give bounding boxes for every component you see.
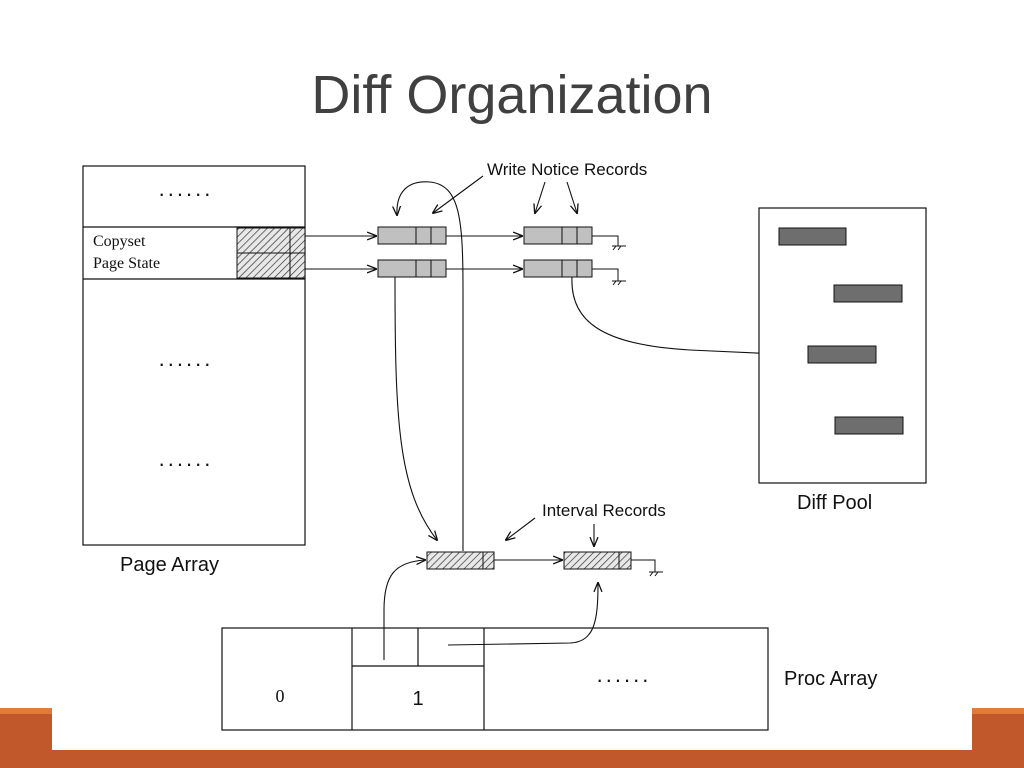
proc-array-label: Proc Array	[784, 668, 877, 690]
proc-cell-0: 0	[276, 686, 285, 706]
page-array-dots-top: ......	[159, 176, 214, 201]
interval-record	[426, 551, 495, 570]
null-terminator-icon	[592, 268, 626, 286]
proc-cell-1: 1	[412, 688, 423, 710]
write-notice-label: Write Notice Records	[487, 160, 647, 179]
write-notice-records: Write Notice Records	[305, 160, 800, 551]
frame-bottom-bar	[52, 750, 972, 768]
page-array: ...... Copyset Page State ...... ...... …	[82, 165, 306, 576]
slide-title: Diff Organization	[311, 65, 713, 125]
page-array-dots-mid2: ......	[159, 446, 214, 471]
page-array-dots-mid1: ......	[159, 346, 214, 371]
proc-array-dots: ......	[597, 662, 652, 687]
write-notice-record	[377, 226, 447, 245]
frame-corner-left	[0, 708, 52, 768]
null-terminator-icon	[592, 235, 626, 251]
page-array-label: Page Array	[120, 554, 219, 576]
page-state-label: Page State	[93, 255, 160, 272]
null-terminator-icon	[631, 559, 663, 577]
write-notice-record	[377, 259, 447, 278]
diff-block	[834, 416, 904, 435]
write-notice-record	[523, 226, 593, 245]
diff-pool: Diff Pool	[758, 207, 927, 514]
proc-array: 0 1 ...... Proc Array	[221, 560, 877, 731]
copyset-label: Copyset	[93, 233, 146, 250]
diff-block	[778, 227, 847, 246]
proc-array-box	[221, 627, 769, 731]
write-notice-record	[523, 259, 593, 278]
diff-block	[807, 345, 877, 364]
interval-records: Interval Records	[426, 501, 666, 577]
frame-corner-right	[972, 708, 1024, 768]
diff-block	[833, 284, 903, 303]
interval-label: Interval Records	[542, 501, 666, 520]
diff-pool-label: Diff Pool	[797, 492, 872, 514]
interval-record	[563, 551, 632, 570]
